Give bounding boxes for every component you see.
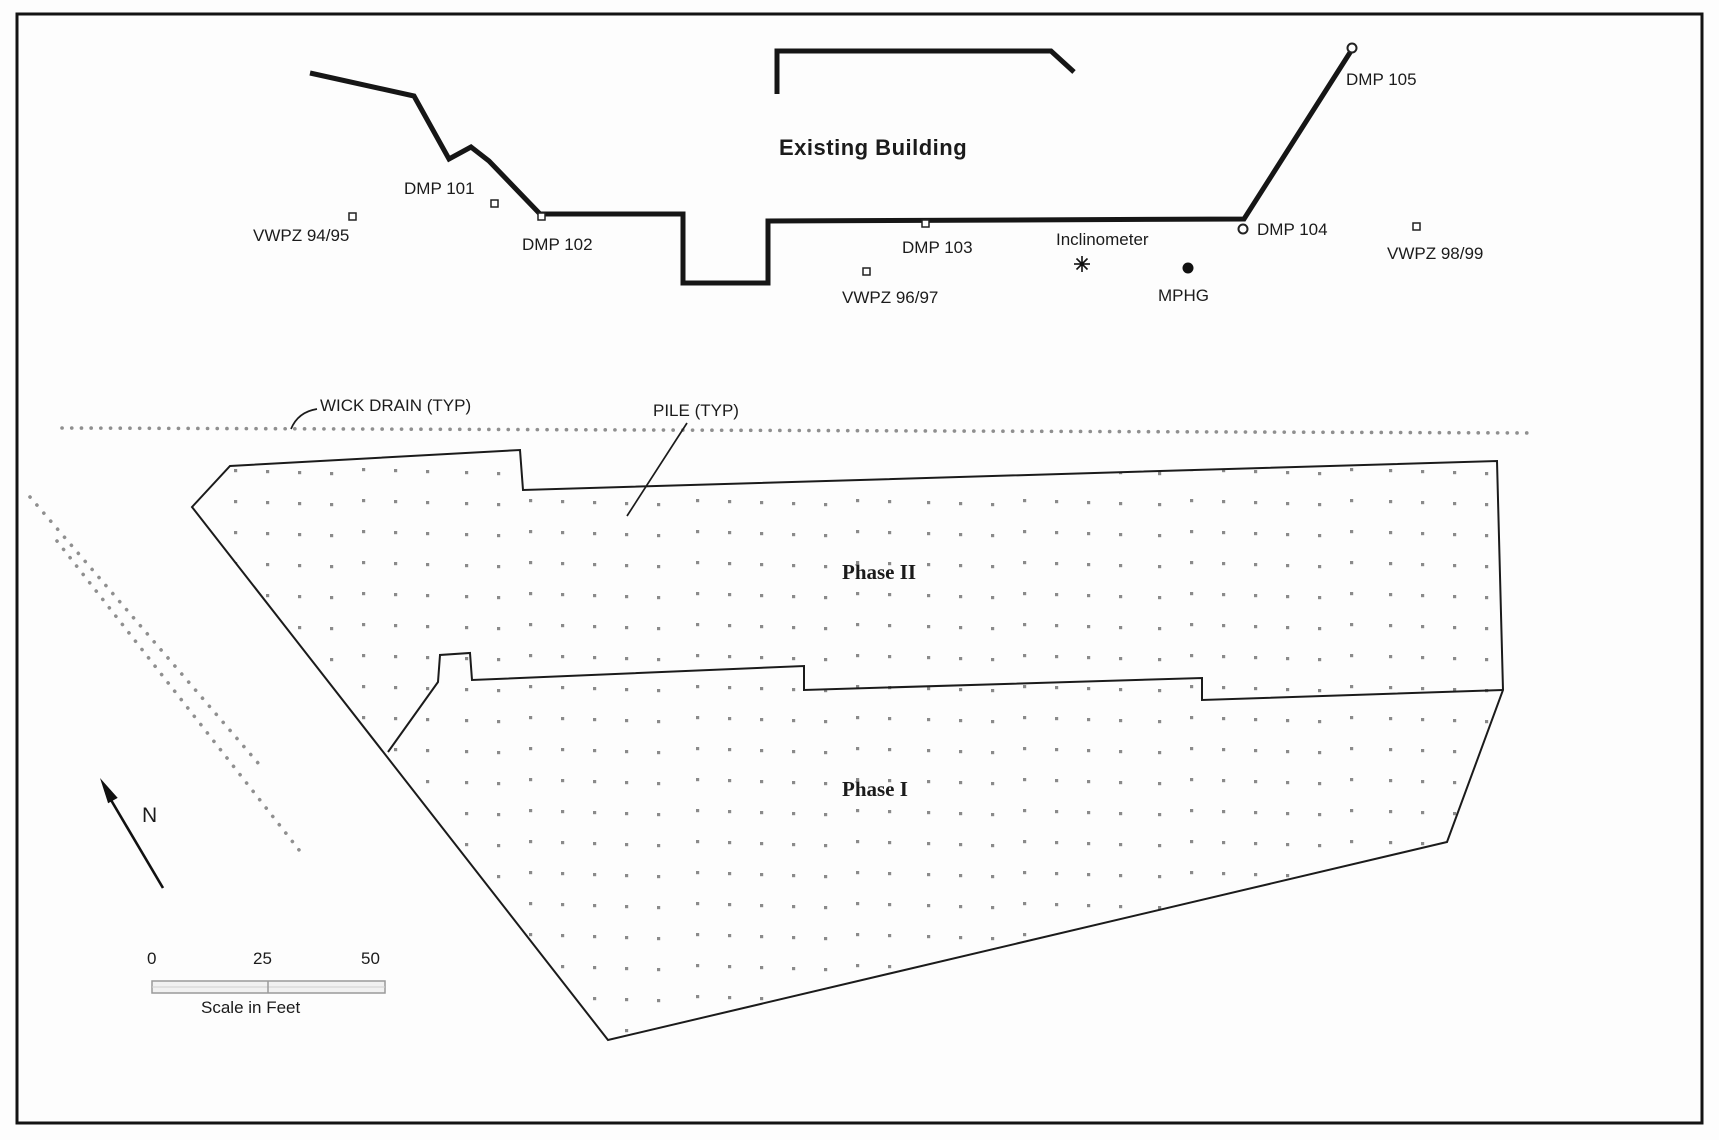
pile-annotation: PILE (TYP)	[653, 401, 739, 420]
scale-tick-25: 25	[253, 949, 272, 968]
label-mphg: MPHG	[1158, 286, 1209, 305]
existing-building-label: Existing Building	[779, 135, 968, 160]
phase-1-label: Phase I	[842, 777, 908, 801]
label-vwpz-94-95: VWPZ 94/95	[253, 226, 350, 245]
pile-area-outline	[190, 448, 1505, 1042]
wick-drain-annotation: WICK DRAIN (TYP)	[320, 396, 472, 415]
border-frame	[15, 12, 1704, 1125]
label-vwpz-98-99: VWPZ 98/99	[1387, 244, 1484, 263]
marker-dmp-102	[537, 212, 546, 221]
building-canopy-outline	[774, 48, 1076, 94]
marker-vwpz-96-97	[862, 267, 871, 276]
scale-bar	[151, 980, 386, 994]
marker-vwpz-98-99	[1412, 222, 1421, 231]
label-inclinometer: Inclinometer	[1056, 230, 1149, 249]
wick-drain-row-left-1	[28, 495, 260, 765]
scale-tick-50: 50	[361, 949, 380, 968]
marker-vwpz-94-95	[348, 212, 357, 221]
wick-drain-leader-line	[290, 408, 318, 430]
label-dmp-101: DMP 101	[404, 179, 475, 198]
scale-caption: Scale in Feet	[201, 998, 301, 1017]
label-dmp-102: DMP 102	[522, 235, 593, 254]
marker-dmp-103	[921, 219, 930, 228]
marker-dmp-104	[1237, 223, 1249, 235]
label-dmp-103: DMP 103	[902, 238, 973, 257]
phase-divider-line	[387, 651, 1504, 753]
marker-inclinometer	[1074, 256, 1090, 272]
label-dmp-105: DMP 105	[1346, 70, 1417, 89]
building-outline	[309, 49, 1354, 286]
label-vwpz-96-97: VWPZ 96/97	[842, 288, 939, 307]
north-arrow	[100, 778, 165, 889]
label-dmp-104: DMP 104	[1257, 220, 1328, 239]
scale-tick-0: 0	[147, 949, 157, 968]
marker-dmp-101	[490, 199, 499, 208]
marker-dmp-105	[1346, 42, 1358, 54]
north-label: N	[142, 804, 158, 827]
wick-drain-row-top	[60, 426, 1534, 435]
wick-drain-row-left-2	[55, 539, 305, 857]
pile-leader-line	[626, 422, 688, 517]
marker-mphg	[1182, 262, 1194, 274]
phase-2-label: Phase II	[842, 560, 917, 584]
